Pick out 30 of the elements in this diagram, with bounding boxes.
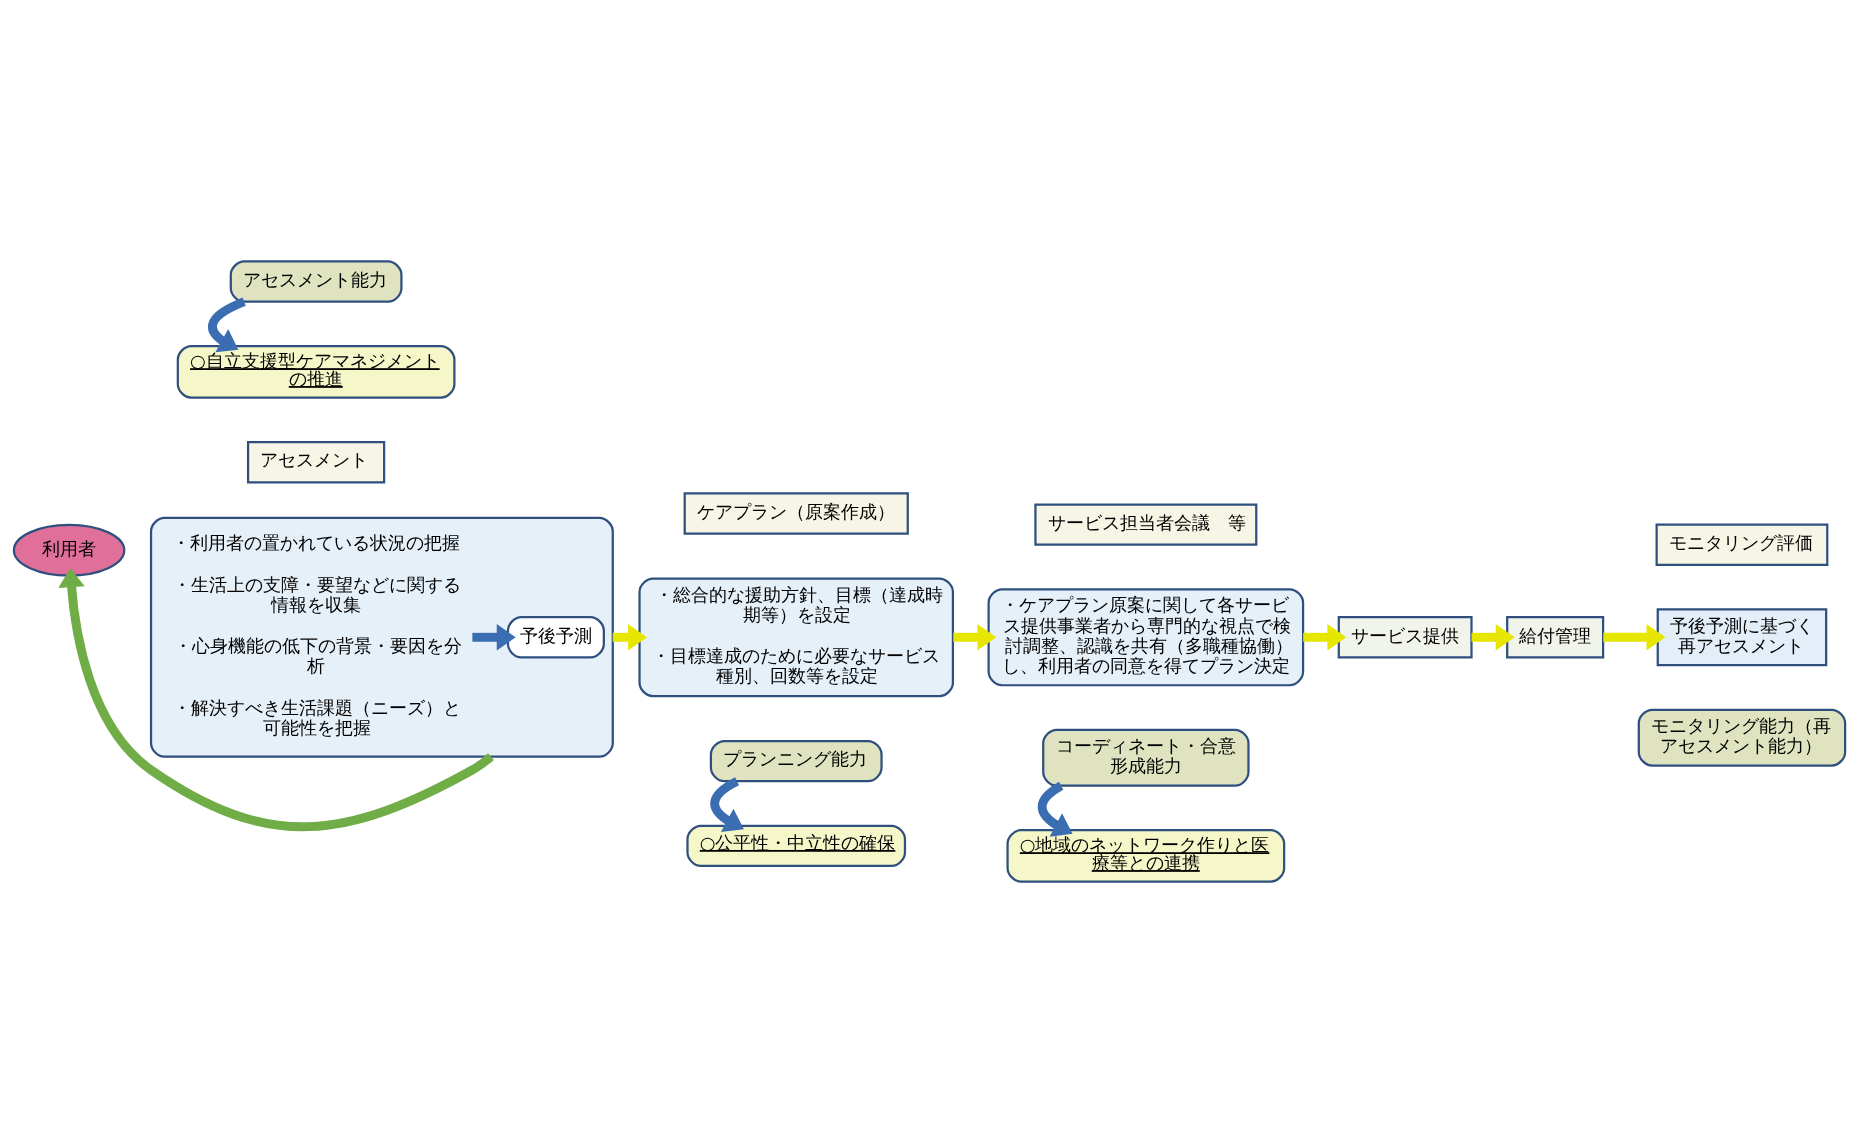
node-ellipse: 利用者 bbox=[12, 523, 126, 577]
arrow bbox=[953, 624, 997, 651]
node-box: ○地域のネットワーク作りと医療等との連携 bbox=[1006, 829, 1286, 883]
node-box: プランニング能力 bbox=[709, 739, 883, 783]
node-box: 予後予測に基づく再アセスメント bbox=[1656, 608, 1828, 667]
node-box: モニタリング評価 bbox=[1655, 523, 1829, 566]
node-box: ・総合的な援助方針、目標（達成時期等）を設定 ・目標達成のために必要なサービス種別、回数等を設定 bbox=[638, 577, 955, 698]
node-box: モニタリング能力（再アセスメント能力） bbox=[1637, 708, 1847, 767]
arrow bbox=[710, 777, 744, 833]
node-box: アセスメント能力 bbox=[229, 260, 403, 303]
node-text: ・利用者の置かれている状況の把握 ・生活上の支障・要望などに関する情報を収集 ・心身機能の低下の背景・要因を分析 ・解決すべき生活課題（ニーズ）と可能性を把握 bbox=[172, 532, 462, 738]
node-box: ○自立支援型ケアマネジメントの推進 bbox=[176, 345, 456, 399]
arrow bbox=[208, 297, 246, 353]
arrow bbox=[472, 624, 516, 651]
arrow bbox=[58, 568, 494, 831]
cluster bbox=[149, 516, 614, 758]
arrow bbox=[612, 624, 648, 651]
node-box: 給付管理 bbox=[1506, 616, 1605, 659]
arrow bbox=[1303, 624, 1347, 651]
node-box: アセスメント bbox=[246, 441, 386, 484]
node-box: サービス担当者会議 等 bbox=[1034, 503, 1258, 546]
node-box: ・ケアプラン原案に関して各サービス提供事業者から専門的な視点で検討調整、認識を共有（多職種協働）し、利用者の同意を得てプラン決定 bbox=[987, 588, 1305, 687]
arrow bbox=[1037, 781, 1073, 837]
arrow bbox=[1603, 624, 1666, 651]
arrow bbox=[1471, 624, 1515, 651]
node-box: ケアプラン（原案作成） bbox=[683, 492, 909, 535]
node-box: ○公平性・中立性の確保 bbox=[686, 824, 907, 868]
node-box: 予後予測 bbox=[506, 616, 605, 659]
node-box: サービス提供 bbox=[1337, 616, 1473, 659]
node-box: コーディネート・合意形成能力 bbox=[1042, 728, 1250, 787]
